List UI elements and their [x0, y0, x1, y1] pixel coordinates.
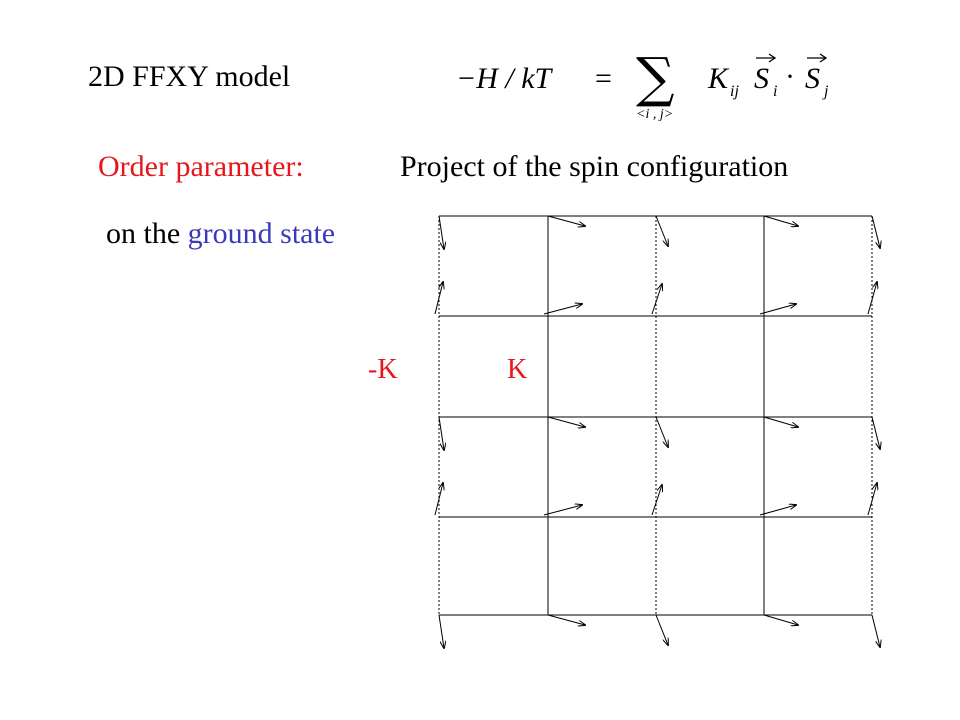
spin-j-symbol: S — [805, 62, 820, 95]
spin-arrow-up-1-0 — [434, 282, 443, 315]
spin-arrow-down-0-2 — [655, 215, 668, 246]
dot-operator: · — [785, 60, 795, 93]
sum-index: <i , j> — [636, 107, 673, 122]
order-parameter-description: Project of the spin configuration — [400, 150, 789, 183]
spin-arrow-up-3-1 — [543, 505, 582, 516]
spin-arrow-down-2-3 — [763, 416, 798, 427]
lattice-bonds — [438, 215, 873, 616]
spin-arrow-down-4-1 — [547, 614, 585, 625]
spin-arrow-up-1-2 — [651, 284, 662, 315]
spin-arrow-down-0-4 — [871, 215, 880, 248]
spin-arrow-down-4-3 — [763, 614, 798, 625]
sum-symbol: ∑ — [636, 46, 675, 109]
equation-lhs: −H / kT — [456, 62, 554, 95]
equation-equals: = — [595, 62, 612, 95]
spin-arrow-down-4-0 — [438, 614, 444, 648]
spin-arrow-up-3-2 — [651, 485, 662, 516]
spin-j-subscript: j — [822, 83, 829, 100]
ground-state-prefix: on the — [106, 217, 188, 250]
coupling-label-negative: -K — [368, 354, 398, 385]
spin-arrow-up-3-0 — [434, 483, 443, 516]
coupling-subscript: ij — [730, 83, 739, 100]
spin-arrow-down-2-0 — [438, 416, 444, 450]
lattice-spins — [434, 215, 880, 648]
ground-state-line: on the ground state — [106, 219, 335, 249]
spin-arrow-up-1-4 — [867, 282, 877, 315]
spin-arrow-down-4-2 — [655, 614, 668, 645]
coupling-label-positive: K — [507, 354, 528, 385]
spin-i-subscript: i — [773, 83, 777, 100]
order-parameter-label: Order parameter: — [98, 150, 304, 183]
spin-arrow-down-0-1 — [547, 215, 585, 226]
spin-arrow-down-2-1 — [547, 416, 585, 427]
coupling-symbol: K — [707, 62, 730, 95]
hamiltonian-equation: −H / kT = ∑ <i , j> K ij S i · S j — [456, 46, 829, 122]
spin-arrow-up-3-3 — [759, 505, 796, 516]
spin-arrow-down-0-0 — [438, 215, 444, 249]
slide-title: 2D FFXY model — [88, 60, 291, 93]
spin-j-arrowhead — [819, 53, 828, 63]
spin-arrow-down-2-2 — [655, 416, 668, 447]
spin-arrow-down-2-4 — [871, 416, 880, 449]
spin-arrow-up-1-3 — [759, 304, 796, 315]
spin-i-symbol: S — [754, 62, 769, 95]
spin-arrow-down-4-4 — [871, 614, 880, 647]
spin-arrow-up-3-4 — [867, 483, 877, 516]
ground-state-highlight: ground state — [187, 217, 336, 250]
spin-arrow-up-1-1 — [543, 304, 582, 315]
spin-arrow-down-0-3 — [763, 215, 798, 226]
spin-lattice — [434, 215, 900, 655]
spin-i-arrowhead — [768, 53, 777, 63]
